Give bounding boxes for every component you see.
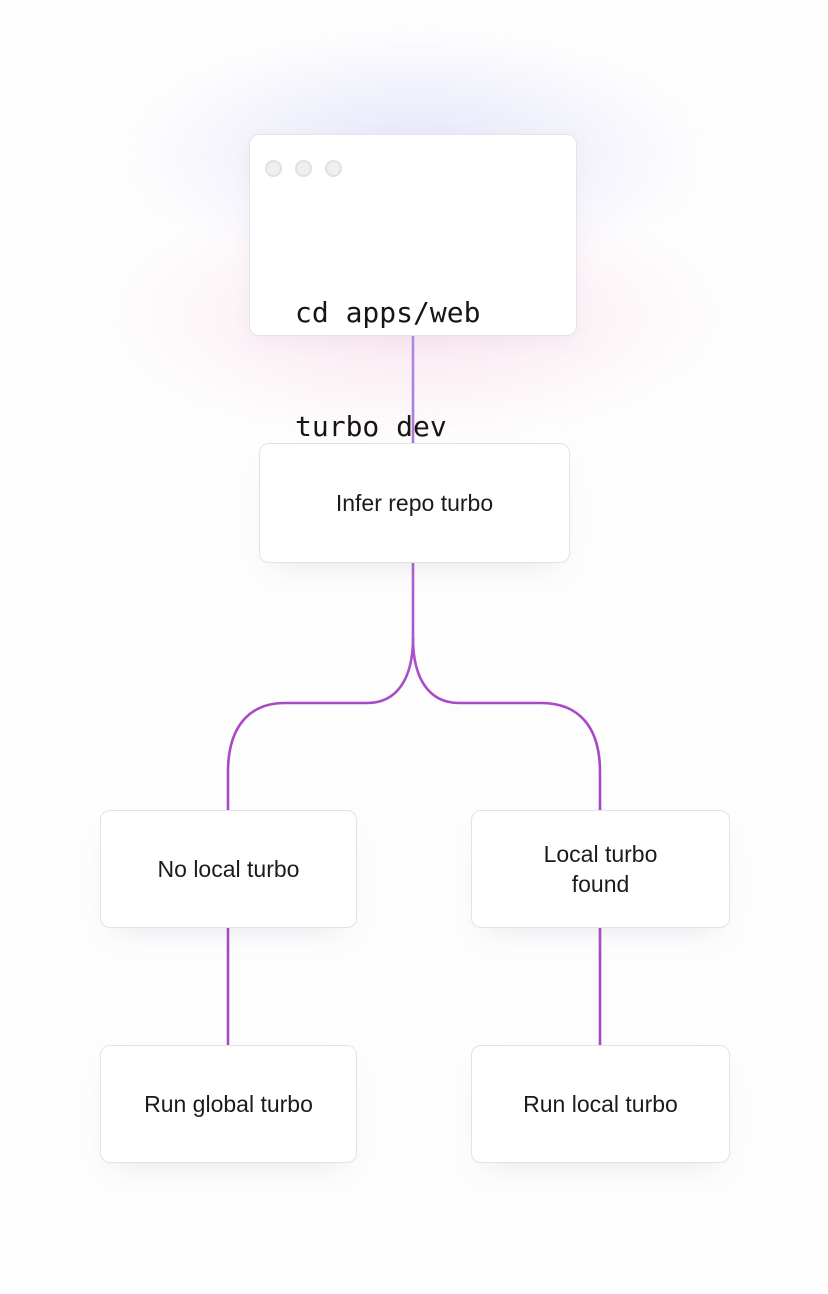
window-controls	[265, 160, 342, 177]
edge-infer-to-no-local	[226, 636, 415, 812]
node-label: Run local turbo	[523, 1091, 678, 1117]
node-local-turbo-found: Local turbo found	[471, 810, 730, 928]
node-run-local-turbo: Run local turbo	[471, 1045, 730, 1163]
window-control-dot-icon	[295, 160, 312, 177]
edge-infer-to-local-found	[411, 636, 602, 812]
node-run-global-turbo: Run global turbo	[100, 1045, 357, 1163]
node-label: Infer repo turbo	[335, 490, 494, 516]
terminal-command-line: cd apps/web	[295, 296, 481, 329]
node-infer-repo-turbo: Infer repo turbo	[259, 443, 570, 563]
terminal-commands: cd apps/web turbo dev	[295, 218, 480, 522]
node-label: Run global turbo	[144, 1091, 313, 1117]
node-label: No local turbo	[157, 856, 300, 882]
node-label: Local turbo found	[543, 841, 658, 897]
terminal-command-line: turbo dev	[295, 410, 447, 443]
terminal-window: cd apps/web turbo dev	[249, 134, 577, 443]
window-control-dot-icon	[325, 160, 342, 177]
node-no-local-turbo: No local turbo	[100, 810, 357, 928]
window-control-dot-icon	[265, 160, 282, 177]
